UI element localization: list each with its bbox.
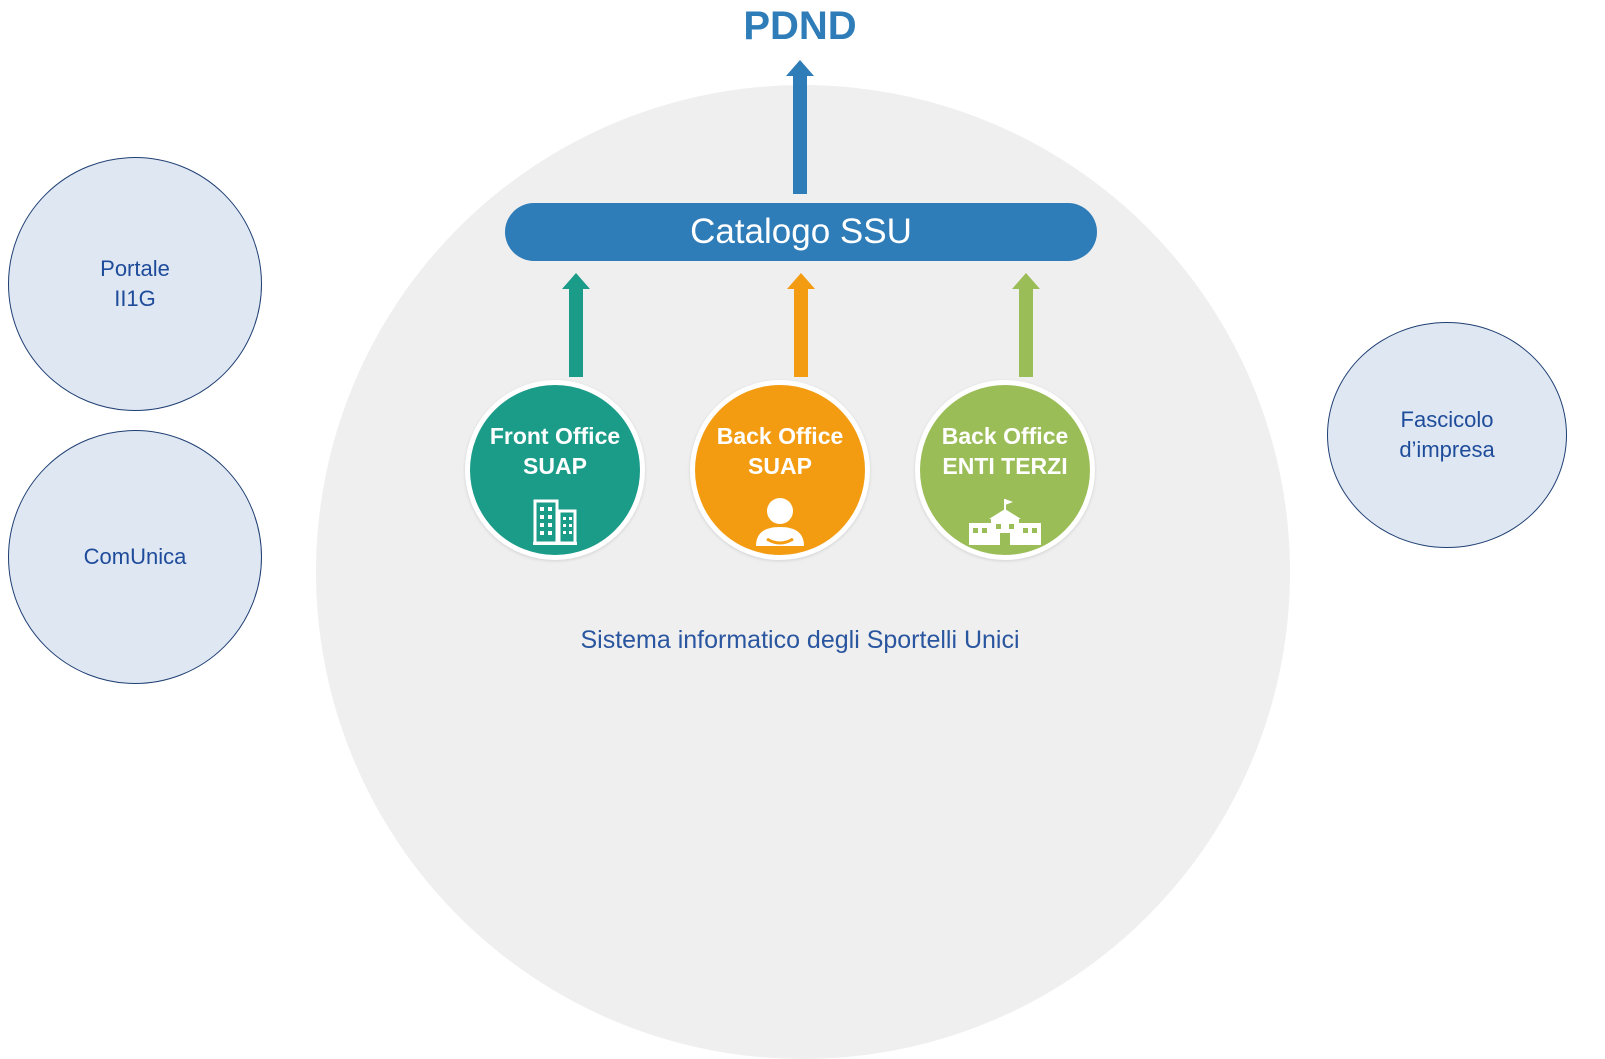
node-title: Back Office <box>941 423 1069 449</box>
external-title: Fascicolo <box>1400 407 1494 432</box>
arrow-back-office-enti-to-catalog <box>1012 273 1040 377</box>
external-subtitle: II1G <box>114 286 156 311</box>
node-subtitle: ENTI TERZI <box>942 453 1068 479</box>
school-icon <box>967 497 1043 552</box>
system-label: Sistema informatico degli Sportelli Unic… <box>580 626 1020 654</box>
external-subtitle: d’impresa <box>1399 437 1495 462</box>
user-icon <box>753 497 807 552</box>
catalogo-ssu-bar: Catalogo SSU <box>505 203 1097 261</box>
external-title: ComUnica <box>83 544 187 569</box>
arrow-to-pdnd <box>786 60 814 194</box>
node-subtitle: SUAP <box>748 453 812 479</box>
node-front-office-suap: Front Office SUAP <box>465 380 645 560</box>
external-fascicolo-impresa: Fascicolo d’impresa <box>1327 322 1567 548</box>
arrow-front-office-to-catalog <box>562 273 590 377</box>
node-back-office-suap: Back Office SUAP <box>690 380 870 560</box>
node-title: Back Office <box>716 423 844 449</box>
pdnd-title: PDND <box>743 4 857 48</box>
catalogo-ssu-label: Catalogo SSU <box>690 212 912 251</box>
node-title: Front Office <box>489 423 621 449</box>
external-title: Portale <box>100 256 170 281</box>
arrow-back-office-suap-to-catalog <box>787 273 815 377</box>
external-comunica: ComUnica <box>8 430 262 684</box>
node-subtitle: SUAP <box>523 453 587 479</box>
external-portale: Portale II1G <box>8 157 262 411</box>
building-icon <box>533 497 577 550</box>
node-back-office-enti-terzi: Back Office ENTI TERZI <box>915 380 1095 560</box>
